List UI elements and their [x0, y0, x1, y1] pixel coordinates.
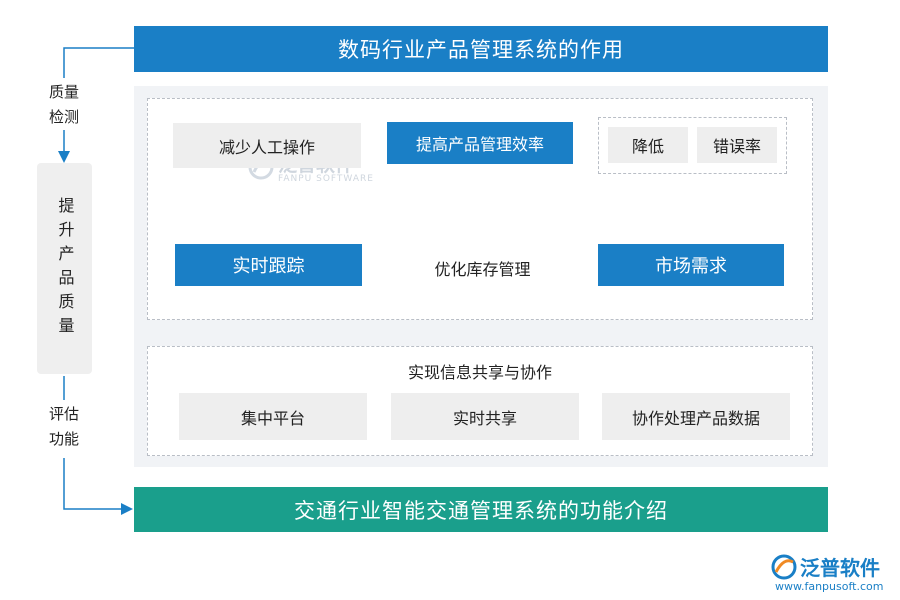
node-optimize-inventory-label: 优化库存管理 [434, 260, 531, 279]
side-center-box: 提升产品质量 [37, 163, 92, 374]
node-lower: 降低 [608, 127, 688, 163]
watermark-sub: FANPU SOFTWARE [278, 174, 374, 184]
brand-logo-name: 泛普软件 [800, 556, 880, 580]
node-improve-efficiency: 提高产品管理效率 [387, 122, 573, 164]
node-central-platform-label: 集中平台 [240, 408, 305, 428]
node-collab-data: 协作处理产品数据 [602, 393, 790, 440]
node-reduce-manual: 减少人工操作 [173, 123, 361, 168]
title-bottom-banner: 交通行业智能交通管理系统的功能介绍 [134, 487, 828, 532]
node-reduce-manual-label: 减少人工操作 [218, 137, 315, 157]
section-sharing-heading-text: 实现信息共享与协作 [407, 363, 552, 382]
connector-top [63, 47, 134, 78]
side-center-text: 提升产品质量 [55, 196, 75, 341]
title-top: 数码行业产品管理系统的作用 [338, 38, 624, 62]
side-top-label: 质量 检测 [40, 80, 88, 130]
node-lower-label: 降低 [631, 137, 664, 156]
node-market-demand: 市场需求 [598, 244, 784, 286]
connector-bottom-2 [63, 458, 133, 515]
node-optimize-inventory: 优化库存管理 [415, 255, 550, 281]
node-realtime-sharing: 实时共享 [391, 393, 579, 440]
side-bottom-label-line2: 功能 [48, 430, 79, 448]
side-top-label-line2: 检测 [48, 108, 79, 126]
node-realtime-tracking: 实时跟踪 [175, 244, 362, 286]
title-top-banner: 数码行业产品管理系统的作用 [134, 26, 828, 72]
node-improve-efficiency-label: 提高产品管理效率 [415, 135, 544, 154]
title-bottom: 交通行业智能交通管理系统的功能介绍 [294, 498, 668, 523]
brand-logo-url: www.fanpusoft.com [775, 580, 884, 593]
node-error-rate: 错误率 [697, 127, 777, 163]
brand-logo-icon [771, 554, 797, 580]
section-sharing-heading: 实现信息共享与协作 [147, 358, 813, 384]
side-top-label-line1: 质量 [48, 83, 79, 101]
node-realtime-tracking-label: 实时跟踪 [232, 256, 305, 277]
brand-logo: 泛普软件 www.fanpusoft.com [770, 550, 895, 595]
node-market-demand-label: 市场需求 [655, 256, 727, 277]
side-bottom-label-line1: 评估 [48, 405, 79, 423]
group-reduce-error [598, 117, 787, 174]
side-bottom-label: 评估 功能 [40, 402, 88, 452]
node-central-platform: 集中平台 [179, 393, 367, 440]
node-collab-data-label: 协作处理产品数据 [631, 408, 760, 428]
node-realtime-sharing-label: 实时共享 [452, 408, 517, 428]
node-error-rate-label: 错误率 [712, 137, 761, 156]
